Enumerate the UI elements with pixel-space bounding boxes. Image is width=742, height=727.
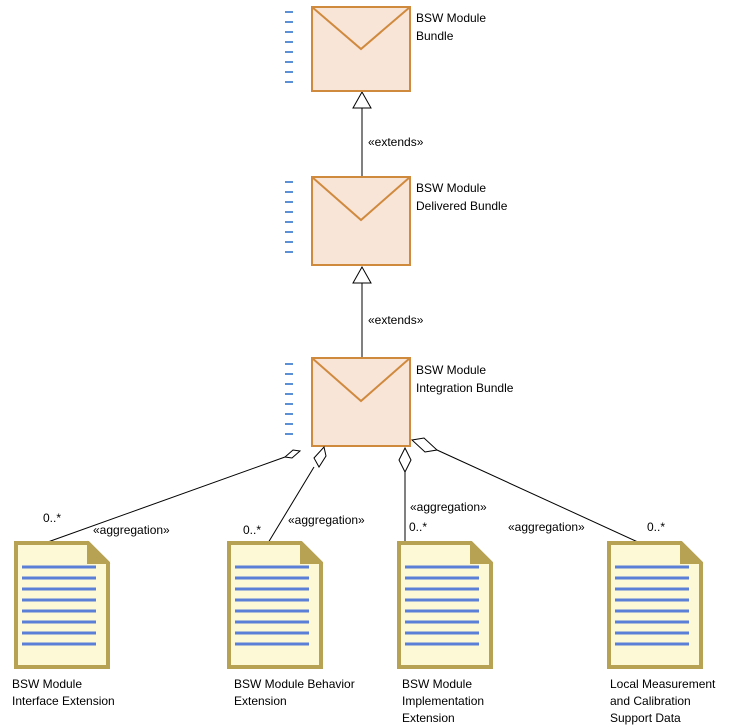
extends-label-2: «extends»	[368, 313, 424, 327]
aggregation-connector-2: «aggregation» 0..*	[243, 445, 365, 544]
package-label-line1: BSW Module	[416, 181, 486, 195]
document-label-line2: Implementation	[402, 694, 484, 708]
aggregation-label: «aggregation»	[508, 520, 585, 534]
envelope-icon	[311, 6, 411, 51]
package-label-line2: Delivered Bundle	[416, 199, 508, 213]
folded-corner-icon	[87, 540, 111, 564]
package-bsw-module-delivered-bundle[interactable]: BSW Module Delivered Bundle	[285, 176, 508, 266]
package-bsw-module-bundle[interactable]: BSW Module Bundle	[285, 6, 486, 92]
folded-corner-icon	[680, 540, 704, 564]
envelope-icon	[311, 176, 411, 222]
extends-connector-1: «extends»	[352, 90, 424, 177]
multiplicity-label: 0..*	[409, 520, 427, 534]
document-label-line2: and Calibration	[610, 694, 691, 708]
document-label-line1: Local Measurement	[610, 677, 716, 691]
package-dashes-icon	[285, 363, 293, 435]
aggregation-label: «aggregation»	[288, 513, 365, 527]
multiplicity-label: 0..*	[243, 523, 261, 537]
document-label-line1: BSW Module Behavior	[234, 677, 355, 691]
aggregation-connector-1: «aggregation» 0..*	[43, 449, 302, 544]
document-lines-icon	[405, 565, 479, 646]
aggregation-connector-3: «aggregation» 0..*	[398, 446, 487, 543]
document-label-line2: Extension	[234, 694, 287, 708]
document-label-line1: BSW Module	[12, 677, 82, 691]
inheritance-arrowhead-icon	[352, 265, 372, 284]
aggregation-label: «aggregation»	[410, 500, 487, 514]
aggregation-diamond-icon	[410, 437, 439, 453]
document-bsw-module-interface-extension[interactable]: BSW Module Interface Extension	[12, 540, 115, 708]
aggregation-diamond-icon	[398, 446, 412, 474]
aggregation-label: «aggregation»	[93, 523, 170, 537]
document-local-measurement-and-calibration-support-data[interactable]: Local Measurement and Calibration Suppor…	[607, 540, 716, 725]
aggregation-diamond-icon	[313, 445, 327, 468]
multiplicity-label: 0..*	[43, 511, 61, 525]
document-bsw-module-implementation-extension[interactable]: BSW Module Implementation Extension	[397, 540, 494, 725]
aggregation-connector-4: «aggregation» 0..*	[410, 437, 665, 544]
package-dashes-icon	[285, 181, 293, 253]
extends-connector-2: «extends»	[352, 265, 424, 358]
document-label-line1: BSW Module	[402, 677, 472, 691]
folded-corner-icon	[300, 540, 324, 564]
document-label-line3: Support Data	[610, 711, 681, 725]
package-label-line2: Bundle	[416, 29, 454, 43]
package-label-line2: Integration Bundle	[416, 381, 514, 395]
document-bsw-module-behavior-extension[interactable]: BSW Module Behavior Extension	[227, 540, 355, 708]
envelope-icon	[311, 357, 411, 403]
extends-label-1: «extends»	[368, 135, 424, 149]
package-label-line1: BSW Module	[416, 11, 486, 25]
package-bsw-module-integration-bundle[interactable]: BSW Module Integration Bundle	[285, 357, 514, 447]
inheritance-arrowhead-icon	[352, 90, 372, 109]
multiplicity-label: 0..*	[647, 520, 665, 534]
package-dashes-icon	[285, 11, 293, 83]
document-lines-icon	[235, 565, 309, 646]
document-lines-icon	[22, 565, 96, 646]
document-label-line2: Interface Extension	[12, 694, 115, 708]
package-label-line1: BSW Module	[416, 363, 486, 377]
aggregation-diamond-icon	[283, 449, 302, 459]
document-lines-icon	[615, 565, 689, 646]
folded-corner-icon	[470, 540, 494, 564]
document-label-line3: Extension	[402, 711, 455, 725]
